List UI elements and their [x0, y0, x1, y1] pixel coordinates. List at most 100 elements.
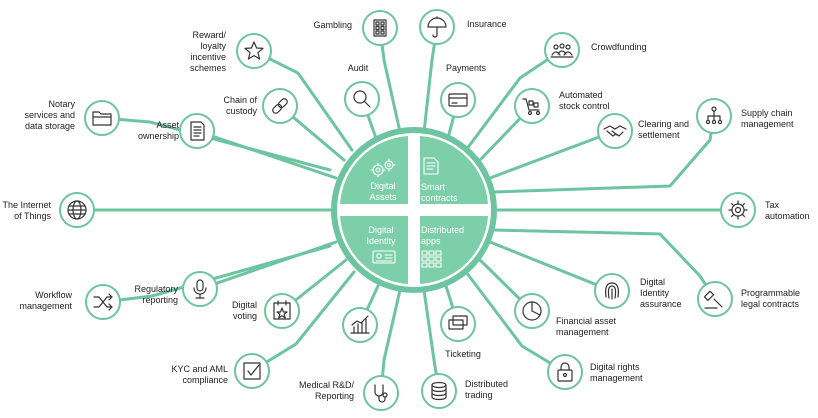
hierarchy-icon [705, 106, 723, 125]
node-circle-asset [179, 113, 215, 149]
tickets-icon [448, 315, 468, 330]
label-identity-1: Digital [640, 277, 665, 287]
label-notary-3: data storage [25, 121, 75, 131]
label-trading-1: Distributed [465, 379, 508, 389]
node-circle-legal [697, 281, 733, 317]
label-payments-1: Payments [446, 63, 487, 73]
quadrant-smart-contracts-label-1: Smart [421, 182, 446, 192]
label-notary-2: services and [24, 110, 75, 120]
node-crowdfunding: Crowdfunding [544, 32, 647, 68]
connector-regulatory [198, 240, 338, 291]
label-identity-3: assurance [640, 299, 682, 309]
node-research [342, 307, 378, 343]
label-medical-2: Reporting [315, 391, 354, 401]
node-circle-ticketing [440, 306, 476, 342]
label-supply-2: management [741, 119, 794, 129]
label-reward-2: loyalty [200, 41, 226, 51]
checkbox-icon [243, 362, 261, 380]
magnifier-icon [353, 90, 371, 108]
label-kyc-2: compliance [182, 375, 228, 385]
label-regulatory-1: Regulatory [134, 284, 178, 294]
cart-icon [522, 98, 541, 116]
microphone-icon [193, 279, 207, 299]
id-card-icon [372, 250, 396, 264]
label-audit-1: Audit [348, 63, 369, 73]
quadrant-smart-contracts-label-2: contracts [421, 193, 458, 203]
node-circle-chain [262, 88, 298, 124]
quadrant-smart-contracts [420, 136, 488, 204]
hub-ring [331, 127, 497, 293]
quadrant-digital-assets [340, 136, 408, 204]
node-circle-medical [363, 375, 399, 411]
label-asset-1: Asset [156, 120, 179, 130]
label-iot-2: of Things [14, 211, 51, 221]
label-iot-1: The Internet [2, 200, 51, 210]
globe-icon [67, 200, 87, 220]
bar-chart-icon [350, 315, 370, 334]
quadrant-distributed-apps-label-2: apps [421, 236, 441, 246]
quadrant-digital-assets-label-2: Assets [369, 192, 397, 202]
connector-kyc [250, 270, 356, 373]
label-reward-3: incentive [190, 52, 226, 62]
chain-link-icon [272, 98, 288, 114]
label-ticketing-1: Ticketing [445, 349, 481, 359]
star-icon [244, 41, 264, 60]
node-circle-regulatory [182, 271, 218, 307]
quadrant-digital-identity-label-1: Digital [368, 225, 393, 235]
padlock-icon [557, 362, 573, 382]
node-circle-kyc [234, 353, 270, 389]
node-circle-rights [547, 354, 583, 390]
label-supply-1: Supply chain [741, 108, 793, 118]
people-icon [550, 43, 574, 58]
contract-document-icon [423, 157, 439, 175]
pie-chart-icon [522, 301, 542, 321]
node-circle-payments [440, 82, 476, 118]
node-circle-gambling [362, 10, 398, 46]
node-audit: Audit [344, 63, 380, 117]
connector-identity [488, 240, 614, 293]
label-tax-1: Tax [765, 200, 780, 210]
handshake-icon [603, 125, 627, 137]
label-voting-2: voting [233, 311, 257, 321]
label-stock-2: stock control [559, 101, 610, 111]
label-financial-2: management [556, 327, 609, 337]
node-circle-stock [514, 88, 550, 124]
label-tax-2: automation [765, 211, 810, 221]
document-icon [190, 121, 205, 141]
node-medical: Medical R&D/Reporting [299, 375, 399, 411]
label-asset-2: ownership [138, 131, 179, 141]
label-medical-1: Medical R&D/ [299, 380, 355, 390]
node-circle-research [342, 307, 378, 343]
folder-icon [92, 111, 112, 126]
database-icon [431, 381, 447, 401]
gears-icon [370, 158, 396, 178]
label-workflow-2: management [19, 301, 72, 311]
grid-icon [373, 19, 387, 37]
label-gambling-1: Gambling [313, 20, 352, 30]
umbrella-icon [427, 16, 447, 38]
node-circle-voting [264, 293, 300, 329]
node-insurance: Insurance [419, 9, 507, 45]
label-kyc-1: KYC and AML [171, 364, 228, 374]
quadrant-digital-identity [340, 216, 408, 284]
connector-asset [195, 129, 338, 180]
node-circle-reward [236, 33, 272, 69]
node-ticketing: Ticketing [440, 306, 481, 359]
quadrant-distributed-apps-label-1: Distributed [421, 225, 464, 235]
